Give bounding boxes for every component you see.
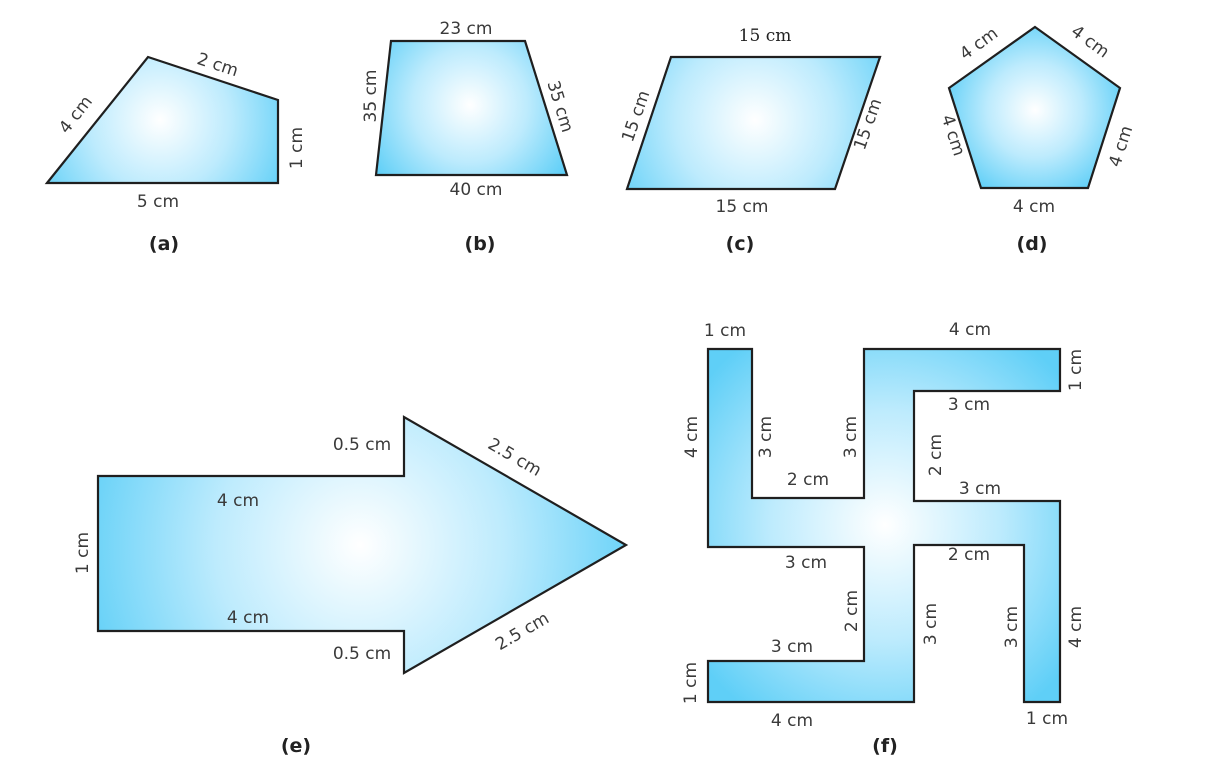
label-f-lower-inner-right: 3 cm (921, 603, 941, 645)
label-e-shaft-left: 1 cm (73, 532, 93, 574)
label-a-right: 1 cm (287, 127, 307, 169)
label-f-right-outer: 4 cm (1066, 606, 1086, 648)
caption-d: (d) (1017, 233, 1048, 255)
arrow-shape (96, 415, 629, 675)
label-b-top: 23 cm (440, 19, 493, 39)
label-e-step-top: 0.5 cm (333, 435, 391, 455)
label-f-mid-right: 2 cm (948, 545, 990, 565)
label-b-left: 35 cm (361, 70, 381, 123)
label-b-bottom: 40 cm (450, 180, 503, 200)
figure-f: 1 cm 4 cm 1 cm 4 cm 3 cm 3 cm 2 cm 3 cm … (681, 320, 1086, 757)
label-f-upper-inner-right: 3 cm (841, 416, 861, 458)
label-f-bottom-left-end: 1 cm (681, 662, 701, 704)
quadrilateral-shape (44, 55, 280, 185)
label-d-bottom: 4 cm (1013, 197, 1055, 217)
label-f-right-inner-low: 3 cm (1002, 606, 1022, 648)
figure-e: 0.5 cm 2.5 cm 4 cm 1 cm 4 cm 0.5 cm 2.5 … (73, 415, 629, 757)
caption-c: (c) (726, 233, 755, 255)
label-f-bottom-inner: 3 cm (771, 637, 813, 657)
label-f-top-right-arm: 4 cm (949, 320, 991, 340)
label-f-top-left-cap: 1 cm (704, 321, 746, 341)
label-f-left-outer: 4 cm (682, 416, 702, 458)
label-e-shaft-bottom: 4 cm (227, 608, 269, 628)
figure-d: 4 cm 4 cm 4 cm 4 cm 4 cm (d) (937, 21, 1138, 255)
label-a-bottom: 5 cm (137, 192, 179, 212)
pentagon-shape (947, 25, 1122, 190)
caption-b: (b) (465, 233, 496, 255)
figure-b: 23 cm 35 cm 35 cm 40 cm (b) (361, 19, 577, 255)
label-c-top: 15 cm (739, 26, 792, 46)
label-f-right-arm-top: 3 cm (959, 479, 1001, 499)
label-f-top-inner: 3 cm (948, 395, 990, 415)
caption-e: (e) (281, 735, 311, 757)
figure-c: 15 cm 15 cm 15 cm 15 cm (c) (618, 26, 886, 255)
label-f-bottom-arm: 4 cm (771, 711, 813, 731)
label-f-mid-left: 3 cm (785, 553, 827, 573)
rhombus-shape (625, 55, 882, 191)
label-f-top-right-end: 1 cm (1066, 349, 1086, 391)
caption-f: (f) (872, 735, 898, 757)
figure-a: 4 cm 2 cm 1 cm 5 cm (a) (44, 49, 307, 255)
trapezium-shape (374, 39, 569, 177)
label-f-right-inner-vert: 2 cm (926, 434, 946, 476)
label-d-right: 4 cm (1105, 123, 1137, 169)
label-f-bottom-right-cap: 1 cm (1026, 709, 1068, 729)
cross-shape (706, 347, 1062, 704)
label-e-shaft-top: 4 cm (217, 491, 259, 511)
label-e-step-bottom: 0.5 cm (333, 644, 391, 664)
label-f-upper-inner-left: 3 cm (756, 416, 776, 458)
label-c-bottom: 15 cm (716, 197, 769, 217)
caption-a: (a) (149, 233, 179, 255)
label-f-lower-inner-left: 2 cm (842, 590, 862, 632)
label-f-upper-notch: 2 cm (787, 470, 829, 490)
